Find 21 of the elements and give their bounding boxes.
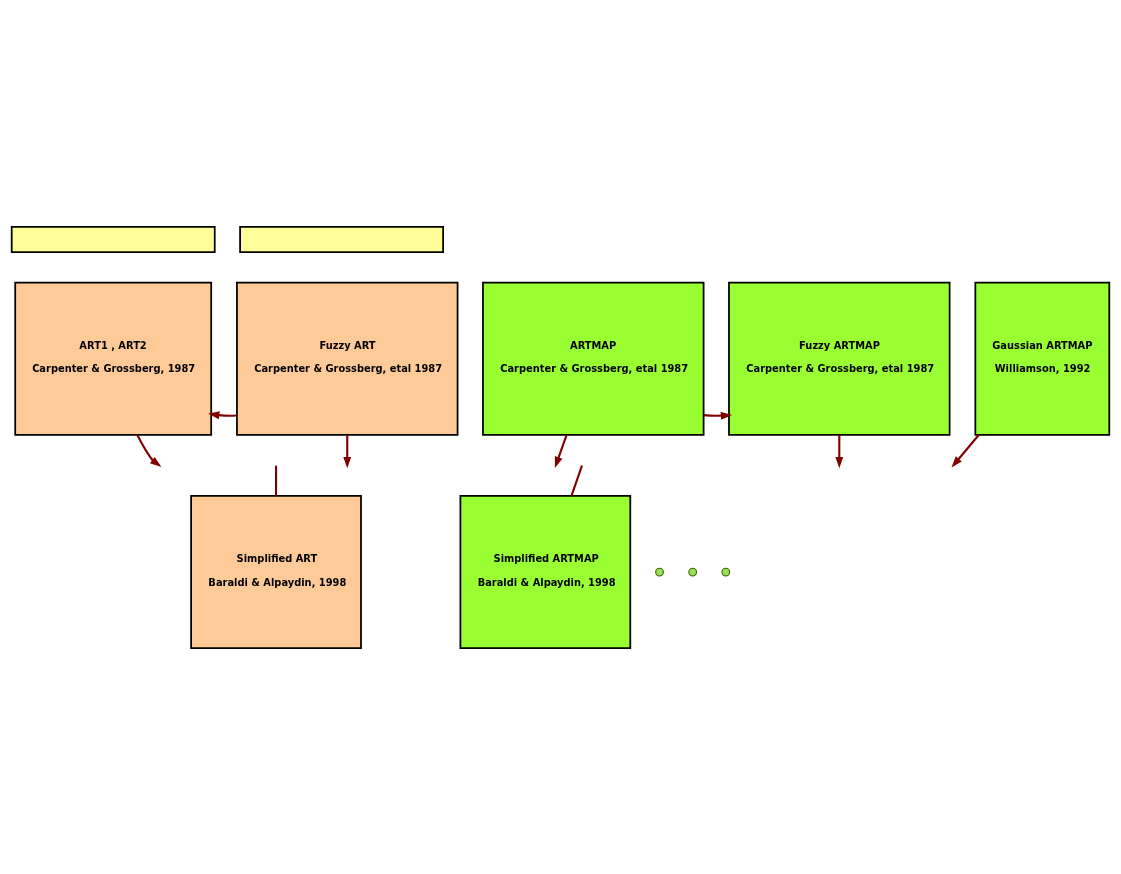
node-circle — [688, 567, 698, 576]
node-box: Simplified ART Baraldi & Alpaydin, 1998 — [190, 494, 362, 649]
node-box: ARTMAP Carpenter & Grossberg, etal 1987 — [482, 281, 705, 436]
arrow — [835, 434, 844, 468]
node-box: Gaussian ARTMAP Williamson, 1992 — [974, 281, 1111, 436]
arrow — [208, 410, 237, 419]
node-box: Simplified ARTMAP Baraldi & Alpaydin, 1998 — [459, 494, 632, 649]
node-box — [10, 225, 216, 253]
node-box — [239, 225, 444, 253]
connector — [570, 464, 583, 496]
arrow — [554, 433, 568, 468]
node-circle — [655, 567, 664, 576]
node-box: ART1 , ART2 Carpenter & Grossberg, 1987 — [14, 281, 213, 436]
arrow — [951, 433, 980, 467]
arrow — [703, 411, 733, 420]
arrow — [343, 434, 352, 468]
node-box: Fuzzy ARTMAP Carpenter & Grossberg, etal 1987 — [728, 281, 951, 436]
arrow — [136, 433, 162, 467]
node-box: Fuzzy ART Carpenter & Grossberg, etal 1987 — [236, 281, 459, 436]
node-circle — [721, 567, 731, 576]
connector — [275, 465, 278, 496]
